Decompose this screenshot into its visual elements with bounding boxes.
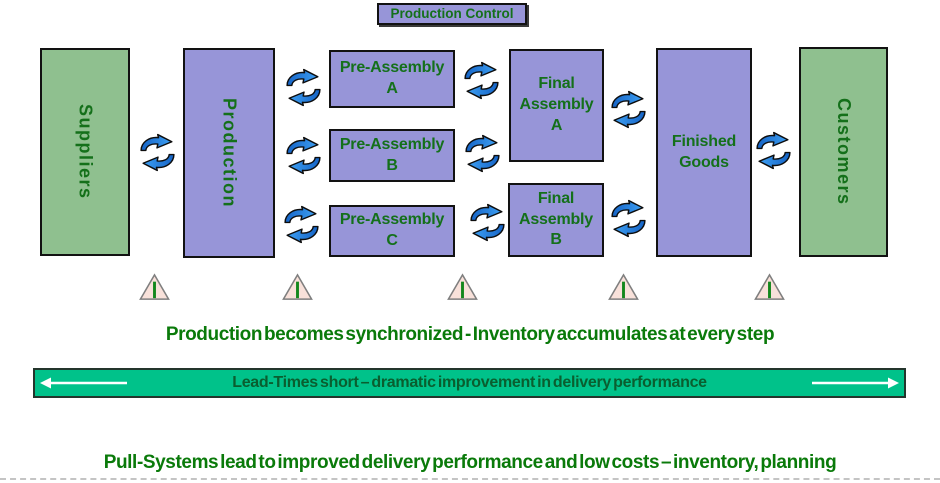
customers-label: Customers (834, 98, 855, 206)
production-box: Production (183, 48, 275, 258)
inventory-triangle-icon (282, 273, 313, 300)
pre-assembly-c-box: Pre-Assembly C (329, 205, 455, 257)
cycle-arrows-icon (611, 90, 646, 129)
caption-synchronized: Production becomes synchronized - Invent… (165, 324, 775, 345)
customers-box: Customers (799, 47, 888, 257)
pre-assembly-a-box: Pre-Assembly A (329, 50, 455, 108)
pre-assembly-c-label: Pre-Assembly C (339, 211, 445, 249)
production-label: Production (219, 98, 240, 208)
lead-times-text: Lead-Times short – dramatic improvement … (232, 374, 707, 391)
final-assembly-a-box: Final Assembly A (509, 49, 604, 162)
final-assembly-b-box: Final Assembly B (508, 183, 604, 257)
production-control-box: Production Control (377, 3, 527, 25)
cycle-arrows-icon (756, 131, 791, 170)
finished-goods-box: Finished Goods (656, 48, 752, 257)
caption-pull-systems: Pull-Systems lead to improved delivery p… (103, 452, 837, 473)
banner-right-arrow-icon (812, 377, 899, 389)
production-control-label: Production Control (390, 6, 514, 22)
final-assembly-b-label: Final Assembly B (519, 189, 593, 249)
bottom-dashed-line (0, 478, 940, 480)
inventory-triangle-icon (754, 273, 785, 300)
cycle-arrows-icon (465, 134, 500, 173)
lead-times-banner: Lead-Times short – dramatic improvement … (33, 368, 906, 398)
final-assembly-a-label: Final Assembly A (519, 75, 594, 134)
pre-assembly-b-box: Pre-Assembly B (329, 129, 455, 182)
cycle-arrows-icon (140, 133, 175, 172)
cycle-arrows-icon (470, 203, 505, 242)
pre-assembly-b-label: Pre-Assembly B (339, 135, 445, 174)
cycle-arrows-icon (286, 136, 321, 175)
pre-assembly-a-label: Pre-Assembly A (339, 59, 445, 97)
cycle-arrows-icon (284, 205, 319, 244)
cycle-arrows-icon (611, 199, 646, 238)
finished-goods-label: Finished Goods (671, 132, 737, 171)
suppliers-label: Suppliers (75, 104, 96, 200)
banner-left-arrow-icon (40, 377, 127, 389)
inventory-triangle-icon (608, 273, 639, 300)
inventory-triangle-icon (447, 273, 478, 300)
suppliers-box: Suppliers (40, 48, 130, 256)
cycle-arrows-icon (286, 68, 321, 107)
inventory-triangle-icon (139, 273, 170, 300)
cycle-arrows-icon (464, 61, 499, 100)
